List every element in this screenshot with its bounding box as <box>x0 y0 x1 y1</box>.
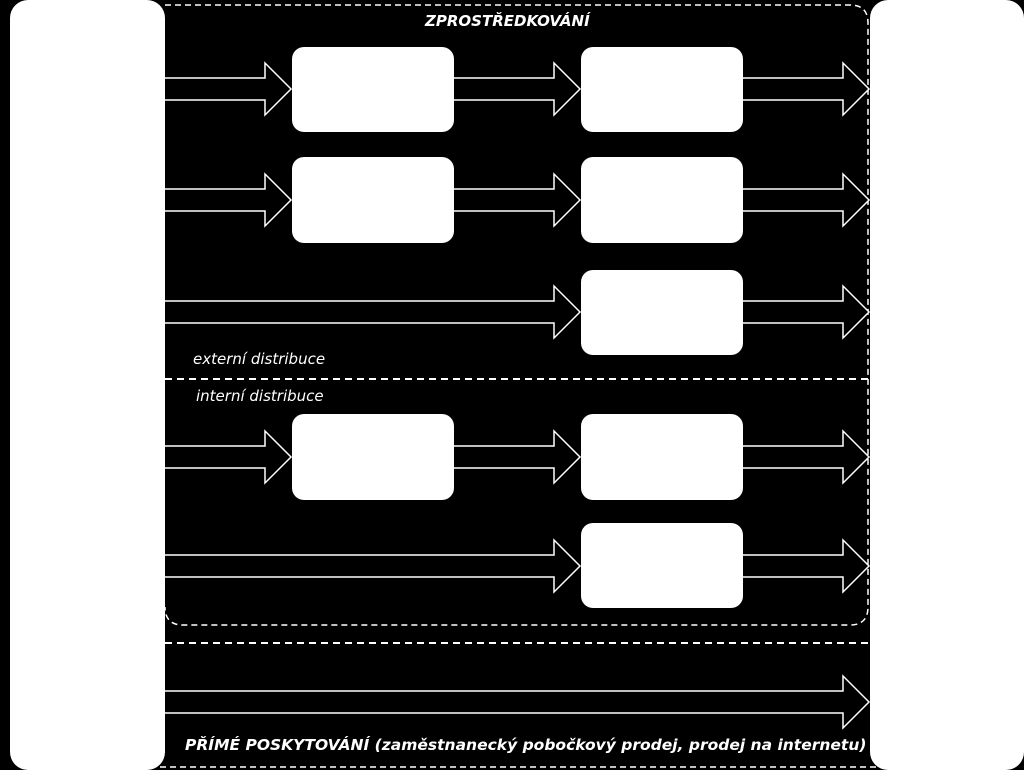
internal-distribution-label: interní distribuce <box>196 387 324 405</box>
flow-arrow-14 <box>165 674 871 730</box>
intermediary-box-2a <box>292 157 454 243</box>
flow-arrow-1 <box>165 61 293 117</box>
intermediation-region-outline <box>164 4 869 626</box>
flow-arrow-13 <box>743 538 871 594</box>
flow-arrow-11 <box>743 429 871 485</box>
flow-arrow-4 <box>165 172 293 228</box>
direct-provision-label: PŘÍMÉ POSKYTOVÁNÍ (zaměstnanecký pobočko… <box>185 736 867 754</box>
arrow-group <box>165 61 871 730</box>
flow-arrow-8 <box>743 284 871 340</box>
intermediation-label: ZPROSTŘEDKOVÁNÍ <box>425 12 590 30</box>
client-box <box>870 0 1024 770</box>
flow-arrow-5 <box>453 172 582 228</box>
flow-arrow-2 <box>453 61 582 117</box>
intermediary-box-2b <box>581 157 743 243</box>
intermediary-box-4a <box>292 414 454 500</box>
intermediary-box-1a <box>292 47 454 132</box>
intermediary-box-4b <box>581 414 743 500</box>
flow-arrow-6 <box>743 172 871 228</box>
provider-box <box>10 0 165 770</box>
intermediary-box-3 <box>581 270 743 355</box>
flow-arrow-9 <box>165 429 293 485</box>
flow-arrow-12 <box>165 538 582 594</box>
intermediary-box-5 <box>581 523 743 608</box>
flow-arrow-7 <box>165 284 582 340</box>
flow-arrow-3 <box>743 61 871 117</box>
flow-arrow-10 <box>453 429 582 485</box>
intermediary-box-1b <box>581 47 743 132</box>
external-distribution-label: externí distribuce <box>193 350 326 368</box>
